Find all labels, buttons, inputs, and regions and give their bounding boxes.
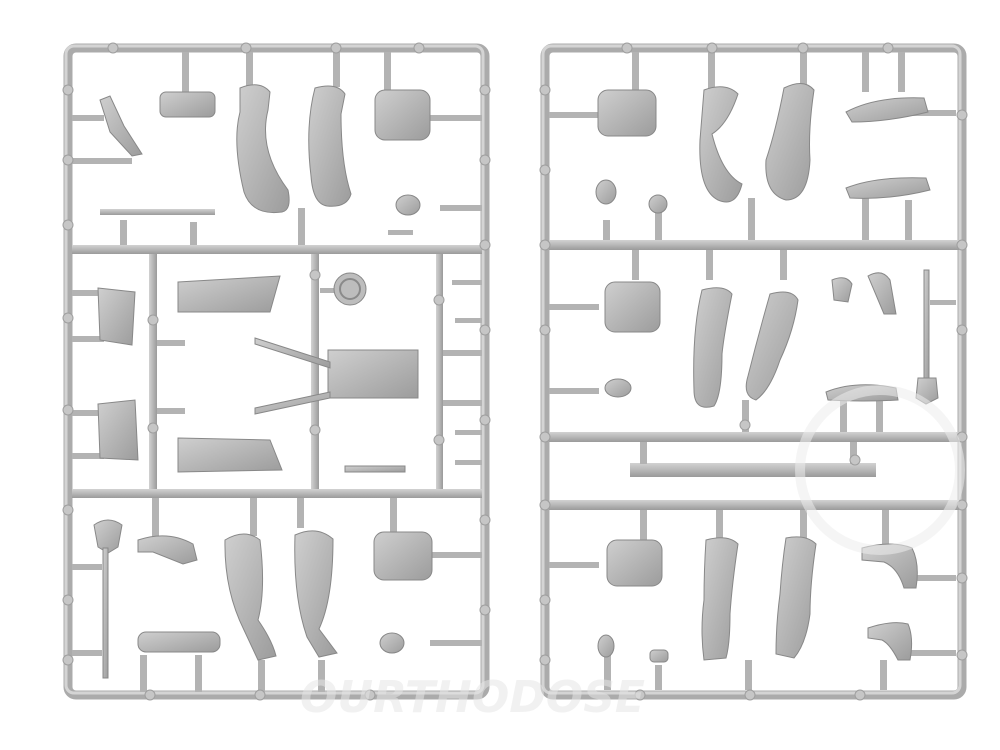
left-sprue-nubs bbox=[62, 42, 491, 701]
right-sprue-nubs bbox=[539, 42, 968, 701]
right-sprue-parts bbox=[595, 83, 939, 663]
left-sprue-vertical-runners bbox=[149, 254, 443, 489]
right-sprue-runners bbox=[549, 240, 959, 510]
left-sprue bbox=[62, 42, 491, 701]
watermark-text: OURTHODOSE bbox=[300, 672, 645, 723]
left-sprue-frame bbox=[63, 43, 490, 700]
left-sprue-parts bbox=[93, 84, 433, 679]
right-sprue bbox=[539, 42, 968, 701]
watermark: OURTHODOSE bbox=[300, 385, 965, 723]
left-sprue-frame-highlight bbox=[64, 44, 485, 695]
right-sprue-gates bbox=[549, 52, 956, 690]
left-sprue-gates bbox=[72, 52, 482, 692]
left-sprue-runners bbox=[72, 209, 482, 498]
